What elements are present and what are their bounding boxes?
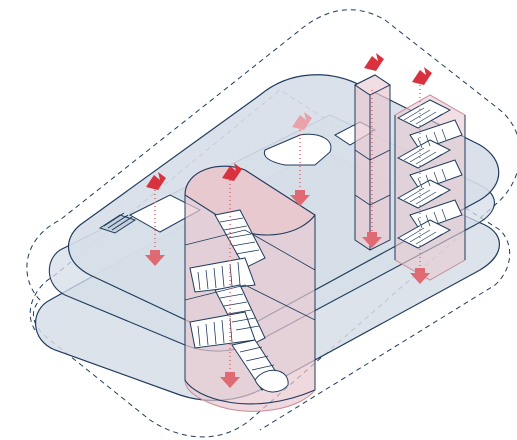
circulation-diagram	[0, 0, 517, 440]
diagram-canvas	[0, 0, 517, 440]
